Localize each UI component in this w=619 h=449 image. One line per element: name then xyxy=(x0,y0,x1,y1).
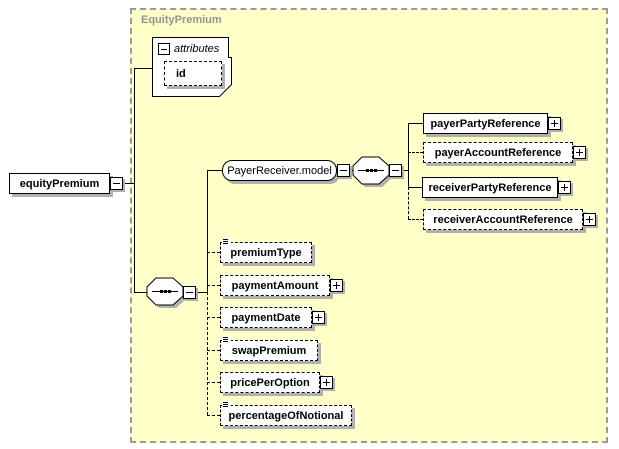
element-label: payerAccountReference xyxy=(434,146,562,159)
element-payer-account-reference[interactable]: payerAccountReference xyxy=(423,142,573,163)
element-price-per-option[interactable]: pricePerOption xyxy=(220,372,320,393)
expand-icon[interactable] xyxy=(312,311,325,324)
connector-line xyxy=(207,170,222,171)
element-premium-type[interactable]: premiumType xyxy=(220,242,312,263)
element-receiver-account-reference[interactable]: receiverAccountReference xyxy=(423,209,583,230)
complex-type-title: EquityPremium xyxy=(141,14,222,26)
connector-line xyxy=(196,292,207,293)
element-label: payerPartyReference xyxy=(430,117,541,130)
element-label: paymentAmount xyxy=(231,279,319,292)
element-payment-date[interactable]: paymentDate xyxy=(220,307,312,328)
connector-line xyxy=(207,415,220,416)
element-label: pricePerOption xyxy=(230,376,310,389)
element-label: paymentDate xyxy=(231,311,301,324)
element-payment-amount[interactable]: paymentAmount xyxy=(220,275,330,296)
connector-line xyxy=(408,123,409,187)
connector-line xyxy=(408,187,409,219)
connector-line xyxy=(207,252,220,253)
element-swap-premium[interactable]: swapPremium xyxy=(220,340,318,361)
model-group-payer-receiver[interactable]: PayerReceiver.model xyxy=(222,160,337,181)
element-payer-party-reference[interactable]: payerPartyReference xyxy=(423,113,548,134)
attributes-group-label: attributes xyxy=(174,43,220,55)
simple-content-icon xyxy=(222,401,231,410)
element-label: percentageOfNotional xyxy=(228,409,344,422)
element-receiver-party-reference[interactable]: receiverPartyReference xyxy=(422,177,558,198)
connector-line xyxy=(207,170,208,292)
connector-line xyxy=(207,382,220,383)
collapse-icon[interactable] xyxy=(110,177,123,190)
expand-icon[interactable] xyxy=(583,213,596,226)
connector-line xyxy=(402,170,408,171)
collapse-icon[interactable] xyxy=(158,43,170,55)
connector-line xyxy=(207,350,220,351)
element-label: equityPremium xyxy=(19,177,100,190)
element-equity-premium[interactable]: equityPremium xyxy=(9,173,110,194)
sequence-icon[interactable] xyxy=(146,277,188,310)
collapse-icon[interactable] xyxy=(183,286,196,299)
connector-line xyxy=(134,292,147,293)
connector-line xyxy=(123,183,134,184)
connector-line xyxy=(408,152,423,153)
expand-icon[interactable] xyxy=(320,376,333,389)
connector-line xyxy=(207,317,220,318)
element-percentage-of-notional[interactable]: percentageOfNotional xyxy=(220,405,352,426)
connector-line xyxy=(207,292,208,415)
simple-content-icon xyxy=(222,238,231,247)
element-label: receiverPartyReference xyxy=(428,181,552,194)
connector-line xyxy=(408,219,423,220)
connector-line xyxy=(134,68,135,293)
connector-line xyxy=(408,187,422,188)
element-label: receiverAccountReference xyxy=(433,213,573,226)
simple-content-icon xyxy=(222,336,231,345)
expand-icon[interactable] xyxy=(330,279,343,292)
sequence-icon[interactable] xyxy=(352,156,394,189)
element-label: premiumType xyxy=(230,246,302,259)
attribute-id[interactable]: id xyxy=(164,61,222,86)
attribute-label: id xyxy=(176,67,186,80)
expand-icon[interactable] xyxy=(558,181,571,194)
expand-icon[interactable] xyxy=(573,146,586,159)
connector-line xyxy=(134,68,152,69)
connector-line xyxy=(408,123,423,124)
collapse-icon[interactable] xyxy=(389,164,402,177)
model-group-label: PayerReceiver.model xyxy=(227,164,332,177)
expand-icon[interactable] xyxy=(548,117,561,130)
connector-line xyxy=(350,170,353,171)
collapse-icon[interactable] xyxy=(337,164,350,177)
connector-line xyxy=(207,285,220,286)
element-label: swapPremium xyxy=(231,344,307,357)
